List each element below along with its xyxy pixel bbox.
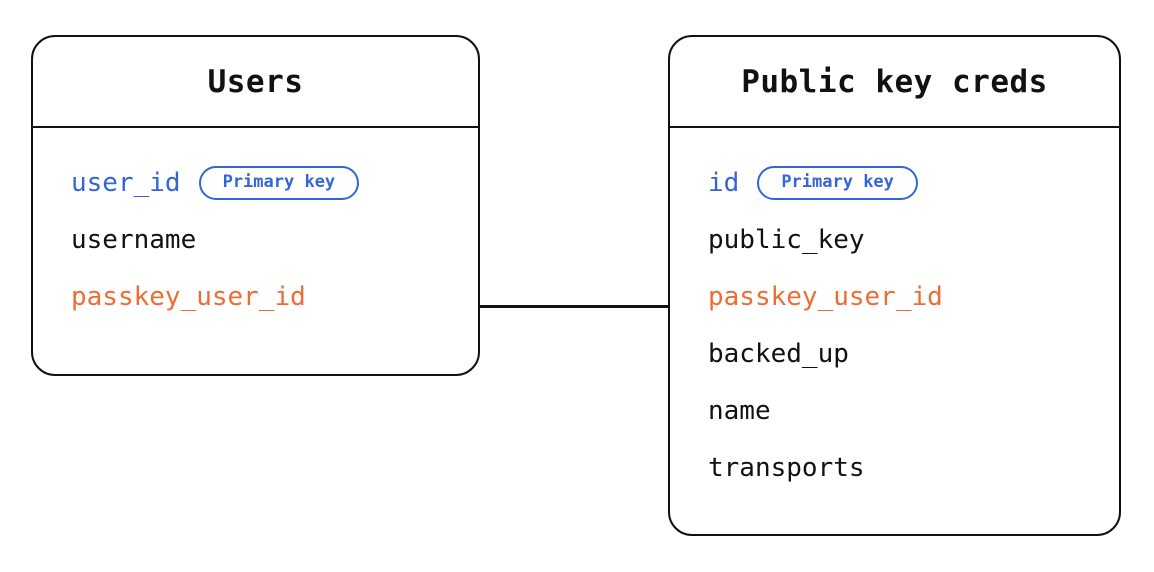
field-name-backed-up: backed_up (708, 338, 849, 369)
primary-key-badge: Primary key (757, 165, 918, 200)
field-name-id: id (708, 167, 740, 198)
entity-public-key-creds[interactable]: Public key creds id Primary key public_k… (668, 35, 1121, 536)
entity-public-key-creds-header: Public key creds (670, 37, 1119, 128)
field-row[interactable]: passkey_user_id (71, 268, 458, 325)
field-row[interactable]: backed_up (708, 325, 1099, 382)
field-row[interactable]: transports (708, 439, 1099, 496)
field-name-user-id: user_id (71, 167, 181, 198)
field-row[interactable]: name (708, 382, 1099, 439)
entity-public-key-creds-title: Public key creds (741, 63, 1048, 100)
field-name-passkey-user-id: passkey_user_id (708, 281, 943, 312)
field-name-transports: transports (708, 452, 865, 483)
entity-users-title: Users (207, 63, 304, 100)
relationship-connector-passkey-user-id (478, 305, 670, 308)
entity-users-fields: user_id Primary key username passkey_use… (33, 128, 478, 325)
field-name-public-key: public_key (708, 224, 865, 255)
field-name-username: username (71, 224, 197, 255)
primary-key-badge: Primary key (198, 165, 360, 200)
field-row[interactable]: user_id Primary key (71, 154, 458, 211)
field-name-name: name (708, 395, 771, 426)
field-row[interactable]: username (71, 211, 458, 268)
field-row[interactable]: passkey_user_id (708, 268, 1099, 325)
field-row[interactable]: public_key (708, 211, 1099, 268)
entity-users-header: Users (33, 37, 478, 128)
entity-users[interactable]: Users user_id Primary key username passk… (31, 35, 480, 376)
field-row[interactable]: id Primary key (708, 154, 1099, 211)
field-name-passkey-user-id: passkey_user_id (71, 281, 306, 312)
entity-public-key-creds-fields: id Primary key public_key passkey_user_i… (670, 128, 1119, 496)
